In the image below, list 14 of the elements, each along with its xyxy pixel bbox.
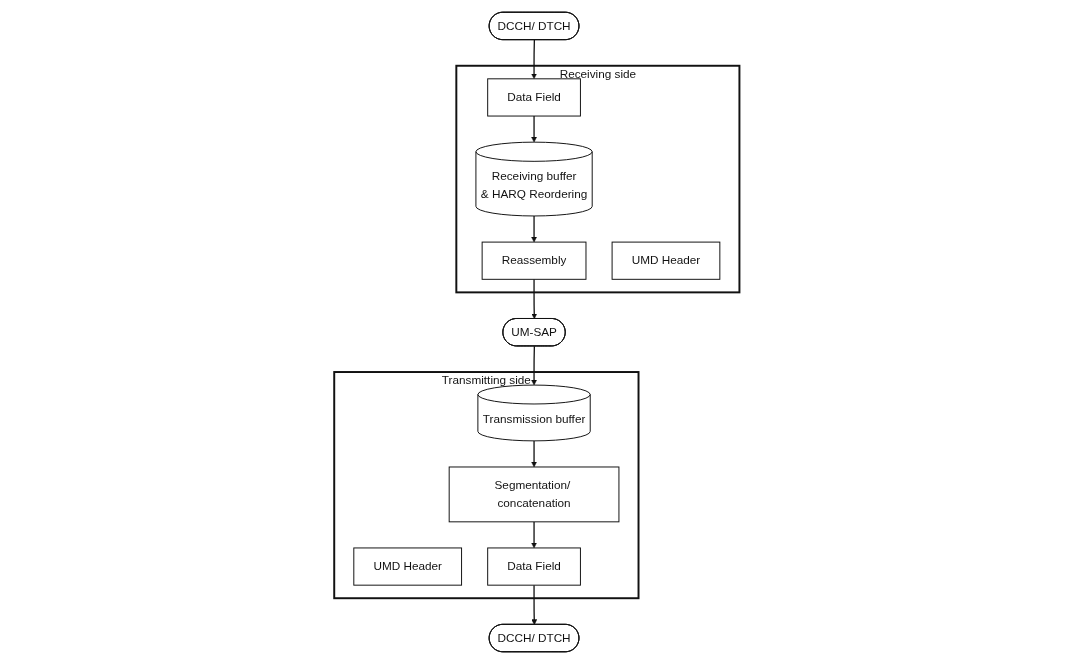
arrow: [531, 521, 538, 549]
arrow: [531, 215, 538, 243]
arrow: [531, 39, 538, 80]
node-box: Reassembly: [481, 241, 587, 280]
node-box: Segmentation/ concatenation: [448, 466, 620, 523]
node-box: UMD Header: [353, 547, 463, 586]
arrow: [531, 440, 538, 468]
node-box: UMD Header: [611, 241, 721, 280]
arrow: [531, 278, 538, 320]
node-box: Data Field: [487, 78, 582, 117]
arrow: [531, 345, 538, 386]
node-box: Data Field: [487, 547, 582, 586]
arrow: [531, 115, 538, 143]
arrow: [531, 584, 538, 625]
